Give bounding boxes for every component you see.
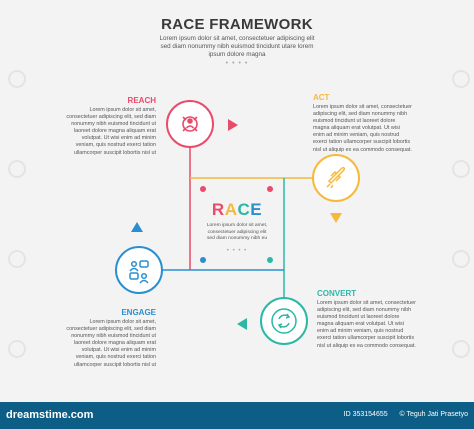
act-label: ACT — [313, 93, 330, 102]
footer-credits: ID 353154655 © Teguh Jati Prasetyo — [344, 411, 468, 418]
center-description: Lorem ipsum dolor sit amet, consectetuer… — [206, 223, 268, 241]
refresh-cycle-icon — [277, 313, 291, 329]
race-letter-e: E — [250, 200, 263, 219]
watermark-circle — [8, 250, 26, 268]
corner-dot-reach — [200, 186, 206, 192]
watermark-circle — [452, 70, 470, 88]
race-letter-r: R — [211, 200, 225, 219]
engage-description: Lorem ipsum dolor sit amet, consectetuer… — [66, 319, 156, 369]
target-person-icon — [182, 116, 198, 132]
convert-label: CONVERT — [317, 289, 357, 298]
page-subtitle: Lorem ipsum dolor sit amet, consectetuer… — [159, 35, 315, 58]
race-center-title: RACE — [200, 200, 274, 220]
watermark-circle — [452, 250, 470, 268]
watermark-circle — [8, 160, 26, 178]
convert-circle — [260, 297, 308, 345]
engage-arrow-icon — [131, 222, 143, 232]
engage-label: ENGAGE — [121, 308, 156, 317]
footer-author: © Teguh Jati Prasetyo — [399, 411, 468, 418]
watermark-circle — [8, 70, 26, 88]
corner-dot-act — [267, 186, 273, 192]
header-dots: • • • • — [225, 60, 249, 67]
convert-arrow-icon — [237, 318, 247, 330]
watermark-circle — [8, 340, 26, 358]
reach-circle — [166, 100, 214, 148]
center-dots: • • • • — [226, 248, 248, 254]
footer-bar: dreamstime.com ID 353154655 © Teguh Jati… — [0, 402, 474, 429]
race-letter-c: C — [237, 200, 251, 219]
watermark-circle — [452, 340, 470, 358]
act-description: Lorem ipsum dolor sit amet, consectetuer… — [313, 104, 412, 154]
reach-arrow-icon — [228, 119, 238, 131]
rocket-icon — [326, 166, 346, 189]
act-arrow-icon — [330, 213, 342, 223]
watermark-circle — [452, 160, 470, 178]
convert-description: Lorem ipsum dolor sit amet, consectetuer… — [317, 300, 416, 350]
corner-dot-engage — [200, 257, 206, 263]
reach-label: REACH — [127, 96, 156, 105]
convert-inner-circle — [271, 308, 297, 334]
reach-description: Lorem ipsum dolor sit amet, consectetuer… — [66, 107, 156, 157]
engage-circle — [115, 246, 163, 294]
chat-people-icon — [129, 260, 149, 284]
page-title: RACE FRAMEWORK — [161, 16, 313, 33]
corner-dot-convert — [267, 257, 273, 263]
footer-id: ID 353154655 — [343, 411, 388, 418]
race-letter-a: A — [224, 200, 238, 219]
footer-site-logo: dreamstime.com — [6, 409, 94, 421]
